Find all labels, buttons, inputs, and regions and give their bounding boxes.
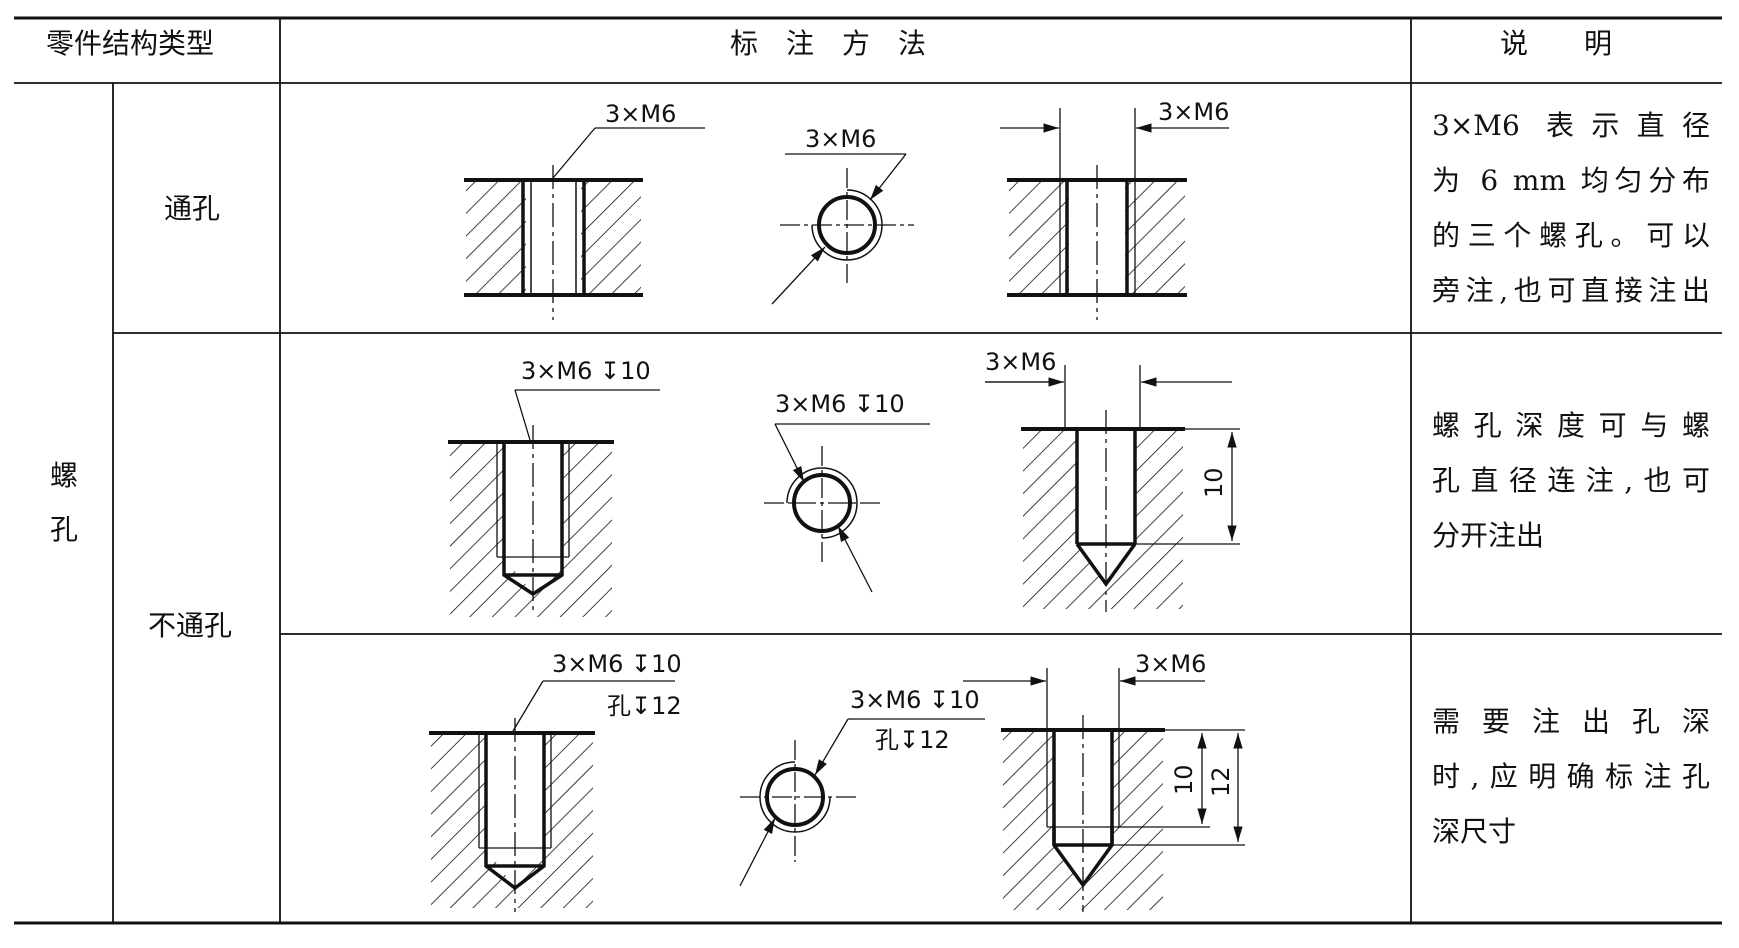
desc-line: 3×M6 表示直径 [1432, 109, 1710, 142]
header-part-type: 零件结构类型 [46, 27, 215, 60]
desc-line: 孔直径连注,也可 [1432, 464, 1710, 497]
label-3xm6: 3×M6 [805, 125, 876, 153]
blind-hole-circle-view [764, 423, 930, 593]
label-hole-depth12: 孔↧12 [607, 692, 682, 720]
blind-hole-section-c [985, 365, 1240, 612]
blind-hole-section-a [448, 389, 660, 617]
label-3xm6: 3×M6 [985, 348, 1056, 376]
desc-line: 需要注出孔深 [1432, 705, 1710, 738]
description-row-3: 需要注出孔深 时,应明确标注孔 深尺寸 [1432, 694, 1710, 859]
dimension-depth: 10 [1200, 467, 1228, 498]
description-row-2: 螺孔深度可与螺 孔直径连注,也可 分开注出 [1432, 398, 1710, 563]
label-3xm6: 3×M6 [1158, 98, 1229, 126]
category-char-1: 螺 [50, 459, 79, 492]
label-3xm6-depth10: 3×M6 ↧10 [850, 686, 980, 714]
desc-line: 分开注出 [1432, 519, 1545, 552]
subtype-blind-hole: 不通孔 [148, 609, 233, 642]
desc-line: 为 6 mm 均匀分布 [1432, 164, 1710, 197]
deep-hole-section-c [963, 668, 1245, 912]
dimension-depth-10: 10 [1170, 764, 1198, 795]
header-description: 说 明 [1500, 27, 1613, 60]
through-hole-section-c [1000, 108, 1229, 320]
desc-line: 时,应明确标注孔 [1432, 760, 1710, 793]
desc-line: 螺孔深度可与螺 [1432, 409, 1710, 442]
desc-line: 旁注,也可直接注出 [1432, 274, 1710, 307]
subtype-through-hole: 通孔 [164, 192, 221, 225]
label-3xm6: 3×M6 [605, 100, 676, 128]
label-3xm6-depth10: 3×M6 ↧10 [521, 357, 651, 385]
category-char-2: 孔 [50, 513, 79, 546]
label-hole-depth12: 孔↧12 [875, 726, 950, 754]
desc-line: 深尺寸 [1432, 815, 1517, 848]
dimension-depth-12: 12 [1207, 766, 1235, 797]
through-hole-section-a [464, 127, 705, 320]
desc-line: 的三个螺孔。可以 [1432, 219, 1710, 252]
label-3xm6: 3×M6 [1135, 650, 1206, 678]
deep-hole-section-a [429, 680, 675, 912]
label-3xm6-depth10: 3×M6 ↧10 [775, 390, 905, 418]
description-row-1: 3×M6 表示直径 为 6 mm 均匀分布 的三个螺孔。可以 旁注,也可直接注出 [1432, 98, 1710, 318]
table-grid [14, 16, 1722, 925]
deep-hole-circle-view [739, 718, 985, 887]
label-3xm6-depth10: 3×M6 ↧10 [552, 650, 682, 678]
header-annotation-method: 标 注 方 法 [730, 27, 927, 60]
through-hole-circle-view [771, 153, 914, 305]
